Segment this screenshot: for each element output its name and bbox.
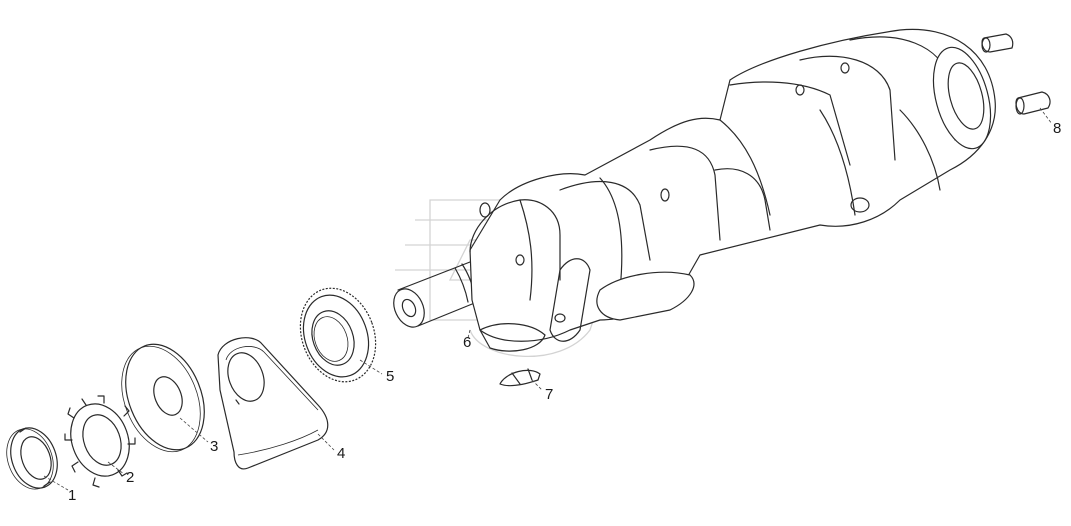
lock-washer-part: [64, 395, 136, 488]
callout-label-6: 6: [463, 334, 472, 351]
callout-label-4: 4: [337, 445, 346, 462]
callout-label-8: 8: [1053, 120, 1062, 137]
woodruff-key-part: [499, 368, 541, 387]
callout-label-2: 2: [126, 469, 135, 486]
counterweight-part: [217, 337, 329, 470]
nut-part: [6, 427, 58, 490]
callout-label-5: 5: [386, 368, 395, 385]
gear-part: [299, 287, 377, 383]
callout-label-7: 7: [545, 386, 554, 403]
callout-leaders: [43, 107, 1053, 491]
dowel-pin-part: [981, 33, 1051, 115]
callout-label-3: 3: [210, 438, 219, 455]
thrust-washer-part: [121, 343, 205, 453]
crankshaft-part: [393, 28, 996, 352]
callout-label-1: 1: [68, 487, 77, 504]
